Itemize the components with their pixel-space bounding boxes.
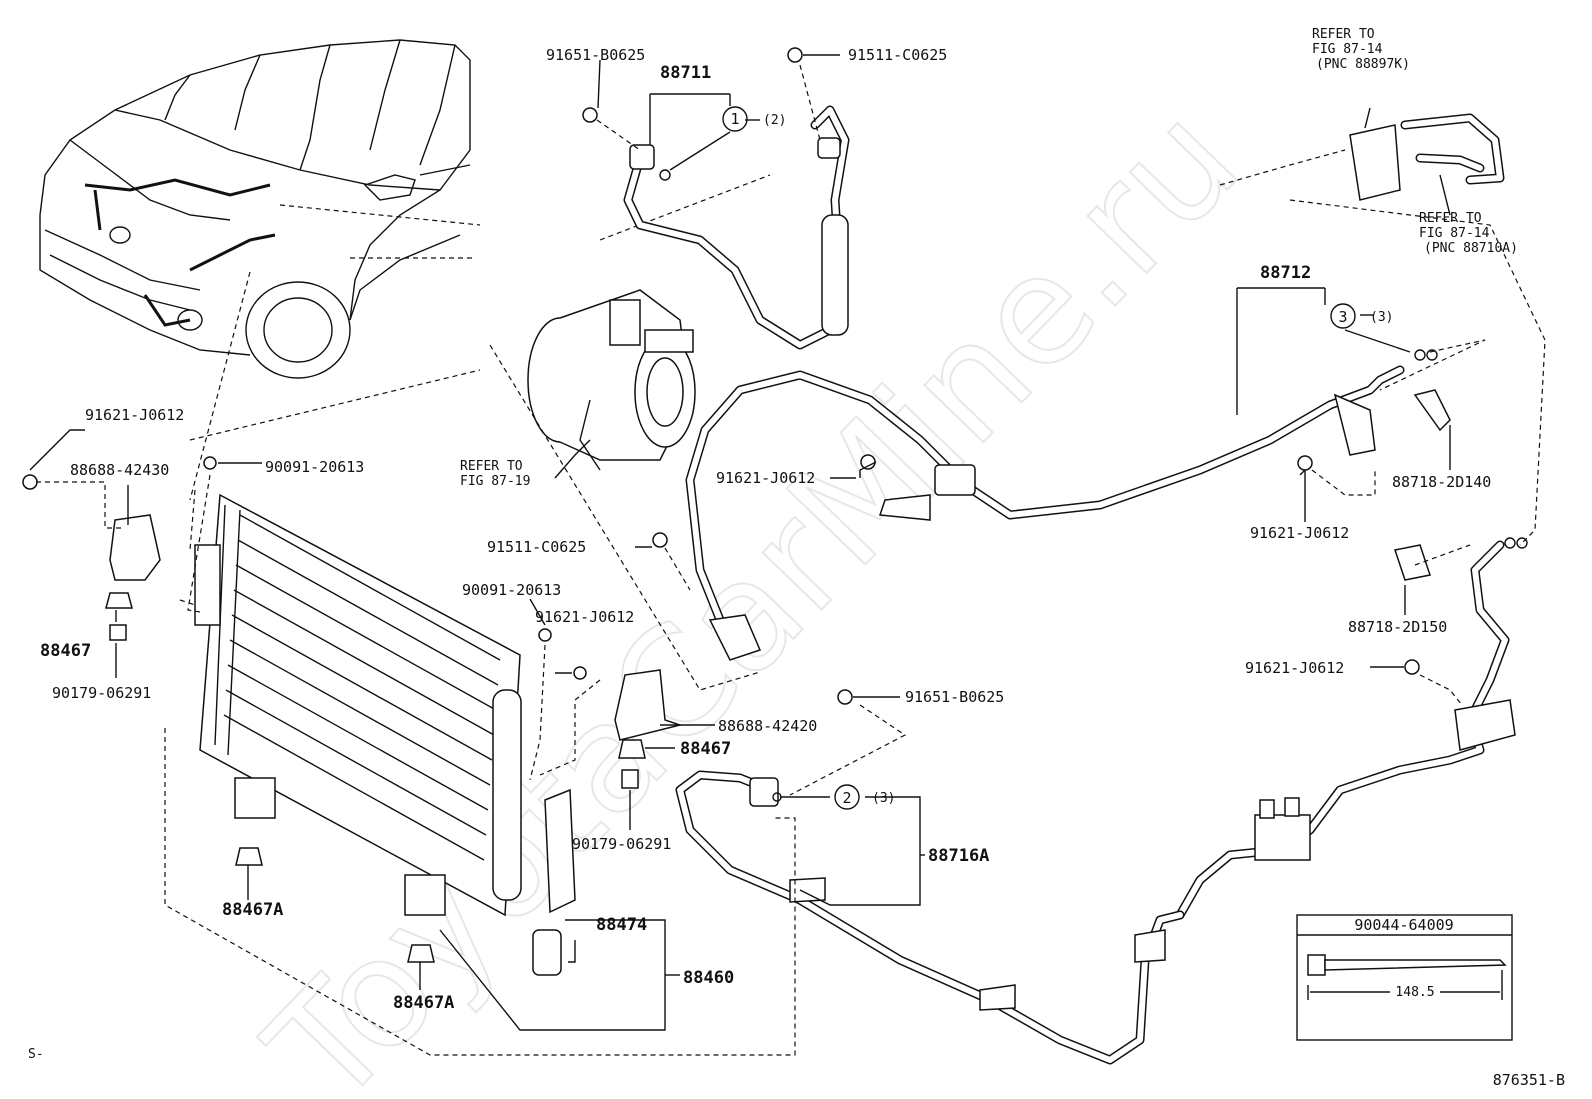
svg-text:REFER TO: REFER TO: [1312, 27, 1375, 42]
refer-note-compressor: REFER TO FIG 87-19: [460, 439, 591, 489]
refer-note-88710A: REFER TO FIG 87-14 (PNC 88710A): [1419, 211, 1518, 256]
label-91621-J0612-center: 91621-J0612: [535, 608, 634, 626]
clamp-box: 90044-64009 148.5: [1296, 914, 1513, 1041]
refer-note-88897K: REFER TO FIG 87-14 (PNC 88897K): [1312, 27, 1410, 72]
line-right-return: [1175, 540, 1516, 920]
line-88716A: [675, 770, 1185, 1065]
label-88467A-lower: 88467A: [393, 993, 454, 1013]
svg-text:(2): (2): [763, 113, 786, 128]
label-88688-42420: 88688-42420: [718, 717, 817, 735]
svg-text:1: 1: [730, 110, 739, 128]
label-88718-2D150: 88718-2D150: [1348, 618, 1447, 636]
svg-text:(PNC 88710A): (PNC 88710A): [1424, 241, 1518, 256]
svg-text:REFER TO: REFER TO: [1419, 211, 1482, 226]
svg-text:REFER TO: REFER TO: [460, 459, 523, 474]
label-91621-J0612-lowright: 91621-J0612: [1245, 659, 1344, 677]
label-88712: 88712: [1260, 263, 1311, 283]
compressor: [527, 289, 696, 471]
label-90179-06291-left: 90179-06291: [52, 684, 151, 702]
svg-text:FIG 87-14: FIG 87-14: [1419, 226, 1490, 241]
label-88711: 88711: [660, 63, 711, 83]
label-88474: 88474: [596, 915, 647, 935]
compressor-boundary: [489, 174, 771, 691]
figure-id: 876351-B: [1493, 1071, 1565, 1089]
dryer-parts: [532, 788, 576, 976]
label-90179-06291-center: 90179-06291: [572, 835, 671, 853]
label-88718-2D140: 88718-2D140: [1392, 473, 1491, 491]
label-88467-left: 88467: [40, 641, 91, 661]
label-91511-C0625-top: 91511-C0625: [848, 46, 947, 64]
corner-mark: S-: [28, 1047, 44, 1062]
clamp-dimension: 148.5: [1395, 985, 1434, 1000]
svg-text:(PNC 88897K): (PNC 88897K): [1316, 57, 1410, 72]
leader-vehicle-to-system: [189, 204, 481, 501]
label-91621-J0612-right: 91621-J0612: [1250, 524, 1349, 542]
svg-text:(3): (3): [1370, 310, 1393, 325]
condenser: [194, 493, 522, 917]
clamp-part-number: 90044-64009: [1354, 916, 1453, 934]
label-91621-J0612-mid: 91621-J0612: [716, 469, 815, 487]
callout-1: 1 (2): [722, 106, 786, 132]
label-88460: 88460: [683, 968, 734, 988]
svg-text:2: 2: [842, 789, 851, 807]
label-91651-B0625-low: 91651-B0625: [905, 688, 1004, 706]
label-88716A: 88716A: [928, 846, 989, 866]
callout-3: 3 (3): [1330, 303, 1393, 329]
svg-text:FIG 87-14: FIG 87-14: [1312, 42, 1383, 57]
label-90091-20613-top: 90091-20613: [265, 458, 364, 476]
label-88467A-upper: 88467A: [222, 900, 283, 920]
vehicle-outline: [39, 39, 471, 379]
label-91511-C0625-mid: 91511-C0625: [487, 538, 586, 556]
line-88712: [685, 365, 1405, 661]
svg-text:(3): (3): [872, 791, 895, 806]
svg-text:3: 3: [1338, 308, 1347, 326]
part-labels: 91651-B0625 88711 91511-C0625 88712 9162…: [40, 46, 1491, 1013]
label-91651-B0625-top: 91651-B0625: [546, 46, 645, 64]
label-90091-20613-mid: 90091-20613: [462, 581, 561, 599]
svg-text:FIG 87-19: FIG 87-19: [460, 474, 530, 489]
label-88688-42430: 88688-42430: [70, 461, 169, 479]
label-91621-J0612-left: 91621-J0612: [85, 406, 184, 424]
label-88467-center: 88467: [680, 739, 731, 759]
callout-2: 2 (3): [834, 784, 895, 810]
fasteners: [22, 47, 1528, 963]
brackets: [109, 113, 1505, 741]
hose-88711: [623, 105, 850, 350]
